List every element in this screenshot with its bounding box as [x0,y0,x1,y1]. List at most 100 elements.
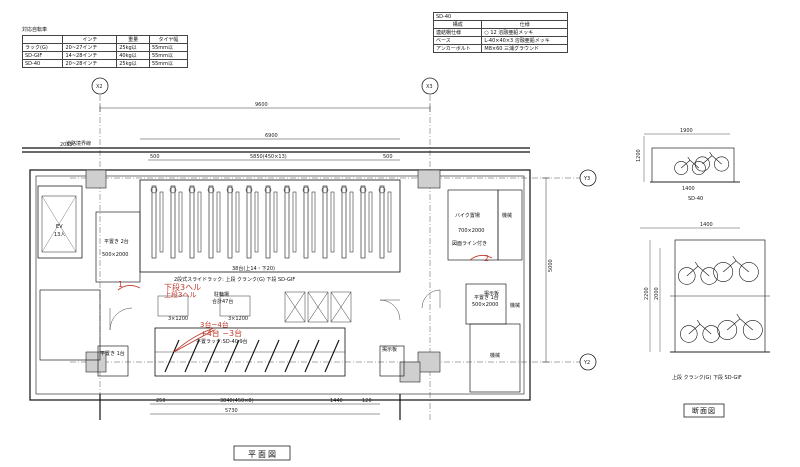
dim-total: 9600 [255,102,268,108]
upper-bike-slots [150,185,392,259]
bike-wheel [738,262,759,282]
spec-cell: 55mm以 [148,59,189,68]
grid-label-x3: X3 [426,84,433,90]
bike-wheel [717,320,738,340]
corridor-label: 道路境界線 [66,140,91,147]
bike-wheel [713,262,734,282]
bike-wheel [700,267,718,285]
rack-slot-inner [273,191,278,253]
rack-slot-inner [216,191,221,253]
section-view-top [643,133,740,183]
section-top-dim-h: 1200 [636,149,642,162]
door-swings [109,289,441,331]
middle-sub: 合計47台 [212,299,234,305]
rack-slot [303,185,309,259]
section-bottom-dim-h2: 2200 [644,287,650,300]
dim-bottom-left: 250 [156,398,166,404]
spec-cell: SD-40 [21,59,64,68]
rack-slot-inner [349,191,354,253]
rack-slot [265,185,271,259]
sign-right: 掲示板 [484,291,500,297]
handwriting-6: 2 [484,254,490,263]
grid-bubble-y2 [579,353,597,371]
rack-wheel [359,186,367,194]
dim-bottom-120: 120 [362,398,372,404]
lower-right-box-label: 平置き 1台 [474,295,499,301]
bike-wheel [680,325,698,343]
rack-wheel [378,186,386,194]
handwriting-3: +4台 ~3台 [200,329,243,338]
right-room-label: バイク置場 [455,213,480,219]
dim-inner: 6900 [265,133,278,139]
dimension-texts: X2 X3 Y3 Y2 9600 6900 5850(450×13) 500 5… [60,84,590,414]
spec-table-row: SD-40 20~28インチ 25kg以 55mm以 [21,59,189,68]
building-walls [22,147,531,420]
rack-slot-inner [254,191,259,253]
sign-left: 掲示板 [382,347,398,353]
lower-rack-bike [184,339,200,373]
machine-label-3: 機械 [490,353,501,359]
rack-wheel [150,186,158,194]
dim-500-right: 500 [383,154,393,160]
rack-wheel [169,186,177,194]
lower-rack-bike [284,339,300,373]
dim-bottom-rack: 3840(450×8) [220,398,254,404]
section-bottom-caption: 上段 クランク(G) 下段 SD-GIF [672,375,742,381]
rack-slot [360,185,366,259]
rack-wheel [188,186,196,194]
legend-cell: アンカーボルト [432,44,483,53]
right-room-dim: 700×2000 [458,228,485,234]
rack-wheel [321,186,329,194]
handwriting-1: 下段3ヘル [164,283,202,292]
rack-slot [170,185,176,259]
left-room-label: 平置き 2台 [104,239,129,245]
grid-label-y2: Y2 [583,360,590,366]
rack-slot-inner [311,191,316,253]
rack-slot [227,185,233,259]
bike-frame [686,261,710,277]
spec-table: 対応自転車 インチ 重量 タイヤ幅 ラック(G) 20~27インチ 25kg以 … [21,26,189,68]
section-bottom-dim-h1: 2000 [654,287,660,300]
section-top-caption: SD-40 [688,196,704,202]
lower-rack-bike [224,339,240,373]
plan-title: 平面図 [248,450,278,459]
bike-wheel [702,325,720,343]
bike-wheel [694,156,710,172]
lower-rack-label: 平置ラック:SD-40 9台 [196,339,248,345]
bike-frame [723,255,749,273]
rack-wheel [226,186,234,194]
middle-label: 駐輪場 [214,292,230,298]
lower-right-box-dim: 500×2000 [472,302,499,308]
grid-label-x2: X2 [96,84,103,90]
rack-wheel [283,186,291,194]
spec-cell: 20~28インチ [62,59,118,68]
machine-label-1: 機械 [502,213,513,219]
bike-wheel [691,161,706,175]
lower-rack-bike [324,339,340,373]
section-title-frame [683,403,725,418]
grid-bubbles [91,77,597,371]
rack-slot-inner [159,191,164,253]
rack-slot-inner [292,191,297,253]
dim-left: 2055 [60,142,73,148]
ev-label: EV [56,224,63,230]
section-bottom-bikes [678,255,763,343]
rack-slot-inner [387,191,392,253]
section-top-dim-w2: 1900 [680,128,693,134]
rack-slot-inner [330,191,335,253]
rack-slot [246,185,252,259]
bike-frame [681,156,699,169]
lower-bike-slots [164,339,340,373]
section-top-dim-w1: 1400 [682,186,695,192]
section-top-bikes [674,151,730,175]
side-rooms [39,189,523,393]
dim-height: 5000 [548,259,554,272]
rack-slot-inner [235,191,240,253]
section-bottom-dim-w: 1400 [700,222,713,228]
rack-slot-inner [178,191,183,253]
rack-wheel [302,186,310,194]
grid-bubble-x2 [91,77,109,95]
handwriting-5: 1 [118,280,124,289]
handwriting-2: 上段3ヘル [164,291,197,299]
